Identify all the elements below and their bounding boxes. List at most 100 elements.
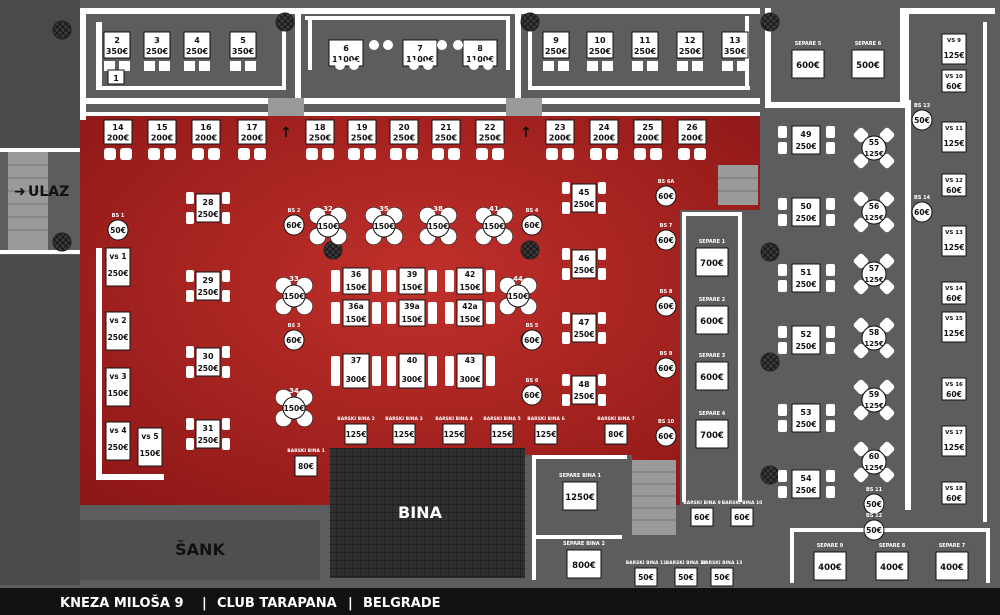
vs-right-box[interactable] [941,481,967,505]
center-table-box[interactable] [456,267,484,295]
center-table-box[interactable] [342,267,370,295]
vs-right-box[interactable] [941,173,967,197]
round-table-41[interactable]: 150€41 [474,205,514,245]
round-table-32[interactable]: 150€32 [308,205,348,245]
row-table-15-box[interactable] [147,119,177,145]
bs-left-6-seat[interactable] [521,384,543,406]
separe-bina-box[interactable] [566,549,602,579]
bs-left-4-seat[interactable] [521,214,543,236]
barski-bina-box[interactable] [442,423,466,445]
row-table-21-box[interactable] [431,119,461,145]
bs-east-1[interactable]: 50€BS 13 [911,103,933,131]
row-table-17-box[interactable] [237,119,267,145]
separe-box[interactable] [813,551,847,581]
bs-left-6[interactable]: 60€BS 6 [521,378,543,406]
barski-bina-box[interactable] [604,423,628,445]
row-table-26-box[interactable] [677,119,707,145]
table-47-box[interactable] [571,313,597,343]
bs-left-3[interactable]: 60€BS 3 [283,323,305,351]
center-table-box[interactable] [398,299,426,327]
round-table-34[interactable]: 150€34 [274,387,314,428]
center-table-box[interactable] [456,299,484,327]
barski-small-12[interactable]: BARSKI BINA 1250€ [666,560,707,587]
vs-left-box[interactable] [105,421,131,461]
round-top[interactable] [861,135,887,161]
bs-left-1[interactable]: 50€BS 1 [107,213,129,241]
barski-small-box[interactable] [674,567,698,587]
center-table-box[interactable] [398,267,426,295]
bs-right-2[interactable]: 60€BS 7 [655,223,677,251]
bs-left-4[interactable]: 60€BS 4 [521,208,543,236]
separe-box[interactable] [695,305,729,335]
round-table-44-top[interactable] [506,284,530,308]
round-table-34-top[interactable] [282,396,306,420]
vs-right-box[interactable] [941,311,967,343]
round-table-38[interactable]: 150€38 [418,205,458,245]
bs-left-5[interactable]: 60€BS 5 [521,323,543,351]
bs-right-4-seat[interactable] [655,357,677,379]
center-table-box[interactable] [342,353,370,389]
separe-box[interactable] [851,49,885,79]
center-table-box[interactable] [398,353,426,389]
separe-box[interactable] [791,49,825,79]
barski-bina-box[interactable] [490,423,514,445]
barski-bina-1[interactable]: BARSKI BINA 180€ [287,448,325,477]
bs-right-5[interactable]: 60€BS 10 [655,419,677,447]
bs-left-2-seat[interactable] [283,214,305,236]
round-table-44[interactable]: 150€44 [498,275,538,316]
vs-right-box[interactable] [941,121,967,153]
round-table-38-top[interactable] [426,214,450,238]
bs-right-5-seat[interactable] [655,425,677,447]
bs-east-4[interactable]: 50€BS 12 [863,513,885,541]
vs-left-box[interactable] [105,247,131,287]
bs-east-4-seat[interactable] [863,519,885,541]
row-table-24-box[interactable] [589,119,619,145]
bs-right-1[interactable]: 60€BS 6A [655,179,677,207]
top-booth-11-box[interactable] [631,31,659,59]
table-28-box[interactable] [195,193,221,223]
bs-right-3[interactable]: 60€BS 8 [655,289,677,317]
barski-bina-7[interactable]: BARSKI BINA 780€ [597,416,635,445]
table-46-box[interactable] [571,249,597,279]
bs-east-3-seat[interactable] [863,493,885,515]
barski-small-box[interactable] [690,507,714,527]
small-booth-1[interactable] [107,69,125,85]
